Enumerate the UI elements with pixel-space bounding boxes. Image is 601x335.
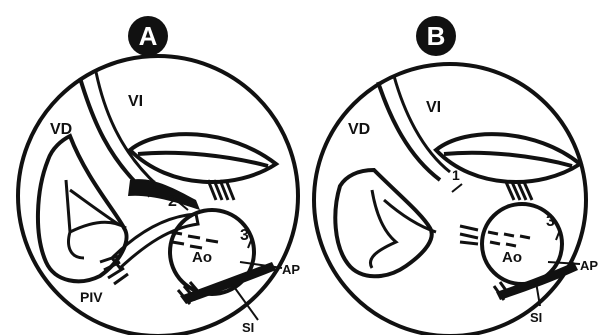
panel-b-label-vi: VI	[426, 99, 441, 116]
panel-a-label-3: 3	[240, 227, 249, 244]
panel-a-label-vi: VI	[128, 93, 143, 110]
panel-a-label-2: 2	[168, 193, 177, 210]
panel-a-conus-band	[128, 179, 200, 210]
panel-a-label-ap: AP	[282, 262, 300, 277]
panel-a-label-piv: PIV	[80, 289, 103, 305]
panel-a-mitral-valve	[130, 134, 276, 182]
panel-a: A VD VI 1 2 3 Ao	[18, 16, 300, 335]
panel-a-crista-dashes	[170, 232, 218, 248]
panel-a-label-vd: VD	[50, 121, 72, 138]
panel-b-label-vd: VD	[348, 121, 370, 138]
panel-b-outline	[314, 64, 586, 335]
panel-b-label-3: 3	[546, 213, 555, 230]
panel-a-label-ao: Ao	[192, 249, 212, 266]
panel-b-letter: B	[427, 21, 446, 51]
panel-b-arrow-1	[452, 184, 462, 192]
panel-b-tricuspid-valve	[370, 190, 436, 268]
panel-b-septum-left	[378, 82, 440, 180]
panel-b-infundibulum-fibers	[460, 226, 478, 244]
panel-b-ap-leader	[548, 262, 580, 264]
panel-b: B VD VI 1 3 Ao AP SI	[314, 16, 598, 335]
panel-b-label-ao: Ao	[502, 249, 522, 266]
panel-a-letter: A	[139, 21, 158, 51]
panel-b-mitral-chords	[506, 182, 532, 200]
panel-a-label-1: 1	[150, 177, 158, 193]
panel-b-label-1: 1	[452, 167, 460, 183]
panel-b-label-si: SI	[530, 310, 542, 325]
panel-b-label-ap: AP	[580, 258, 598, 273]
panel-a-label-si: SI	[242, 320, 254, 335]
panel-b-crista-dashes	[488, 232, 530, 246]
panel-a-septum-right	[96, 72, 158, 186]
